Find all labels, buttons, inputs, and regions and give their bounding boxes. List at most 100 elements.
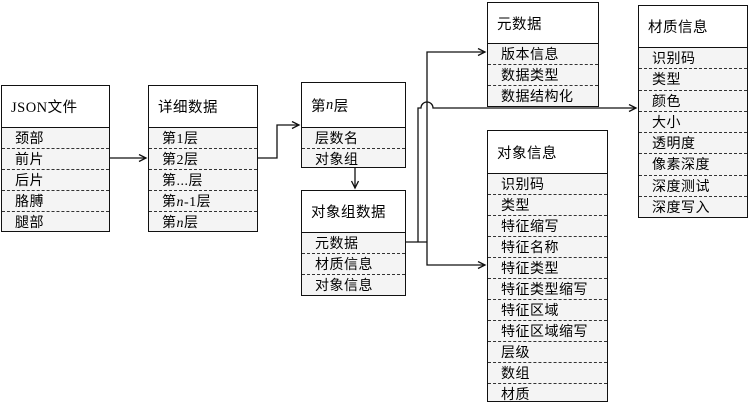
field-label: 前片	[15, 153, 44, 168]
node-fields: 识别码类型特征缩写特征名称特征类型特征类型缩写特征区域特征区域缩写层级数组材质	[488, 174, 607, 404]
node-detail-data: 详细数据 第1层第2层第...层第n-1层第n层	[148, 85, 258, 232]
field-row: 深度测试	[639, 174, 747, 196]
node-object-group-data: 对象组数据 元数据材质信息对象信息	[301, 190, 406, 296]
field-label: 后片	[15, 174, 44, 189]
node-metadata: 元数据 版本信息数据类型数据结构化	[487, 2, 599, 107]
node-title: 材质信息	[639, 6, 747, 48]
field-row: 类型	[639, 68, 747, 89]
connector-object-group-to-metadata	[426, 52, 485, 242]
field-row: 第...层	[149, 169, 257, 190]
field-label: 识别码	[501, 178, 545, 193]
field-row: 材质	[488, 383, 607, 404]
field-label: 第n层	[162, 216, 199, 231]
field-row: 第n层	[149, 211, 257, 232]
field-label: 元数据	[315, 237, 359, 252]
field-label: 特征区域缩写	[501, 325, 588, 340]
field-row: 层数名	[302, 128, 405, 148]
node-material-info: 材质信息 识别码类型颜色大小透明度像素深度深度测试深度写入	[638, 5, 748, 218]
field-label: 版本信息	[501, 48, 559, 63]
field-row: 数据结构化	[488, 85, 598, 106]
field-label: 数组	[501, 367, 530, 382]
field-label: 类型	[652, 73, 681, 89]
field-row: 元数据	[302, 233, 405, 253]
field-label: 材质	[501, 388, 530, 403]
node-fields: 层数名对象组	[302, 128, 405, 169]
field-row: 类型	[488, 194, 607, 215]
field-label: 特征名称	[501, 241, 559, 256]
field-label: 数据结构化	[501, 90, 574, 105]
field-row: 像素深度	[639, 153, 747, 174]
field-row: 胳膊	[2, 190, 109, 211]
field-label: 第2层	[162, 153, 199, 168]
field-label: 胳膊	[15, 195, 44, 210]
field-row: 后片	[2, 169, 109, 190]
node-json-file: JSON文件 颈部前片后片胳膊腿部	[1, 85, 110, 232]
field-label: 数据类型	[501, 69, 559, 84]
connector-detail-to-layer-n	[258, 125, 299, 159]
field-label: 第n-1层	[162, 195, 212, 210]
field-label: 腿部	[15, 216, 44, 231]
field-row: 识别码	[639, 48, 747, 68]
node-title: 对象信息	[488, 131, 607, 174]
field-row: 特征缩写	[488, 215, 607, 236]
field-label: 材质信息	[315, 258, 373, 273]
field-row: 版本信息	[488, 44, 598, 64]
field-row: 材质信息	[302, 253, 405, 274]
field-label: 层级	[501, 346, 530, 361]
field-row: 特征区域	[488, 299, 607, 320]
node-title: JSON文件	[2, 86, 109, 128]
field-label: 特征区域	[501, 304, 559, 319]
node-title: 对象组数据	[302, 191, 405, 233]
field-row: 层级	[488, 341, 607, 362]
field-row: 第1层	[149, 128, 257, 148]
field-row: 大小	[639, 110, 747, 132]
field-row: 数据类型	[488, 64, 598, 85]
field-label: 颈部	[15, 132, 44, 147]
node-fields: 第1层第2层第...层第n-1层第n层	[149, 128, 257, 232]
node-fields: 识别码类型颜色大小透明度像素深度深度测试深度写入	[639, 48, 747, 217]
field-label: 特征类型缩写	[501, 283, 588, 298]
field-row: 特征名称	[488, 236, 607, 257]
field-label: 颜色	[652, 94, 681, 110]
node-fields: 颈部前片后片胳膊腿部	[2, 128, 109, 232]
field-row: 特征区域缩写	[488, 320, 607, 341]
field-label: 深度写入	[652, 200, 710, 216]
field-label: 深度测试	[652, 179, 710, 195]
field-row: 数组	[488, 362, 607, 383]
field-label: 第...层	[162, 174, 203, 189]
field-label: 对象组	[315, 153, 359, 168]
field-row: 颈部	[2, 128, 109, 148]
node-title: 详细数据	[149, 86, 257, 128]
field-row: 特征类型缩写	[488, 278, 607, 299]
field-row: 颜色	[639, 89, 747, 111]
field-label: 类型	[501, 199, 530, 214]
node-fields: 版本信息数据类型数据结构化	[488, 44, 598, 106]
field-label: 识别码	[652, 52, 696, 68]
field-row: 腿部	[2, 211, 109, 232]
field-row: 第n-1层	[149, 190, 257, 211]
field-row: 识别码	[488, 174, 607, 194]
field-row: 前片	[2, 148, 109, 169]
node-title: 元数据	[488, 3, 598, 44]
field-row: 第2层	[149, 148, 257, 169]
field-row: 深度写入	[639, 195, 747, 217]
field-label: 特征类型	[501, 262, 559, 277]
field-label: 特征缩写	[501, 220, 559, 235]
field-label: 对象信息	[315, 279, 373, 294]
field-label: 层数名	[315, 132, 359, 147]
node-object-info: 对象信息 识别码类型特征缩写特征名称特征类型特征类型缩写特征区域特征区域缩写层级…	[487, 130, 608, 404]
node-fields: 元数据材质信息对象信息	[302, 233, 405, 295]
field-label: 第1层	[162, 132, 199, 147]
field-row: 特征类型	[488, 257, 607, 278]
field-row: 对象组	[302, 148, 405, 169]
connector-object-group-to-material-info	[417, 101, 636, 242]
field-row: 对象信息	[302, 274, 405, 295]
field-label: 大小	[652, 115, 681, 131]
field-label: 透明度	[652, 137, 696, 153]
field-row: 透明度	[639, 132, 747, 153]
field-label: 像素深度	[652, 158, 710, 174]
